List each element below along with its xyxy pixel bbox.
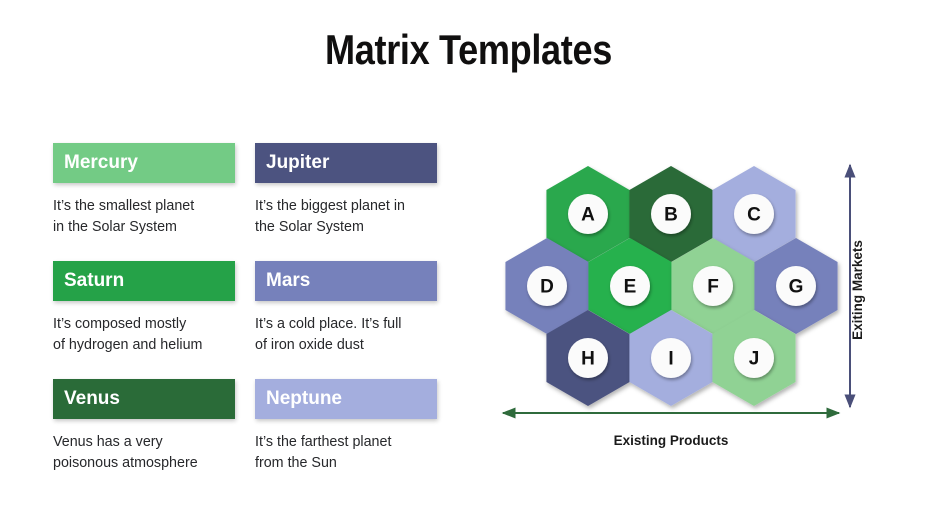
planet-card-header: Saturn: [53, 261, 235, 301]
hexagon-cell[interactable]: E: [588, 238, 672, 334]
hexagon-label: A: [581, 205, 595, 226]
hexagon-badge: [568, 194, 608, 234]
planet-card-header: Mars: [255, 261, 437, 301]
hexagon-badge: [568, 338, 608, 378]
hexagon-badge: [693, 266, 733, 306]
hexagon-cell[interactable]: C: [712, 166, 796, 262]
hexagon-label: I: [668, 349, 673, 370]
hexagon-group: A B C D E F G H I J: [505, 166, 838, 406]
hexagon-badge: [651, 338, 691, 378]
hexagon-matrix-svg: A B C D E F G H I J: [501, 163, 856, 419]
hexagon-matrix-panel: A B C D E F G H I J Exiting Markets Existing Prod…: [495, 155, 925, 470]
hexagon-label: F: [707, 277, 719, 298]
planet-card-description: It’s the farthest planet from the Sun: [255, 434, 392, 471]
hexagon-cell[interactable]: F: [671, 238, 755, 334]
hexagon-label: H: [581, 349, 595, 370]
hexagon-label: D: [540, 277, 554, 298]
hexagon-badge: [610, 266, 650, 306]
planet-card-description: It’s composed mostly of hydrogen and hel…: [53, 316, 203, 353]
hexagon-badge: [527, 266, 567, 306]
hexagon-cell[interactable]: G: [754, 238, 838, 334]
hexagon-cell[interactable]: H: [546, 310, 630, 406]
hexagon-label: B: [664, 205, 678, 226]
hexagon-label: J: [749, 349, 760, 370]
planet-card-header: Jupiter: [255, 143, 437, 183]
hexagon-badge: [734, 338, 774, 378]
hexagon-cell[interactable]: J: [712, 310, 796, 406]
hexagon-badge: [651, 194, 691, 234]
page-title: Matrix Templates: [325, 26, 612, 73]
planet-card-header: Mercury: [53, 143, 235, 183]
hexagon-badge: [734, 194, 774, 234]
planet-card-header: Venus: [53, 379, 235, 419]
hexagon-label: E: [624, 277, 637, 298]
hexagon-badge: [776, 266, 816, 306]
hexagon-cell[interactable]: D: [505, 238, 589, 334]
planet-card-description: It’s the biggest planet in the Solar Sys…: [255, 198, 405, 235]
hexagon-label: G: [789, 277, 804, 298]
hexagon-label: C: [747, 205, 761, 226]
hexagon-cell[interactable]: A: [546, 166, 630, 262]
hexagon-cell[interactable]: I: [629, 310, 713, 406]
horizontal-axis-label: Existing Products: [613, 433, 729, 448]
planet-card-header: Neptune: [255, 379, 437, 419]
planet-card-description: It’s the smallest planet in the Solar Sy…: [53, 198, 195, 235]
planet-card-description: Venus has a very poisonous atmosphere: [53, 434, 198, 471]
planet-card-description: It’s a cold place. It’s full of iron oxi…: [255, 316, 402, 353]
vertical-axis-label: Exiting Markets: [850, 240, 865, 340]
hexagon-cell[interactable]: B: [629, 166, 713, 262]
